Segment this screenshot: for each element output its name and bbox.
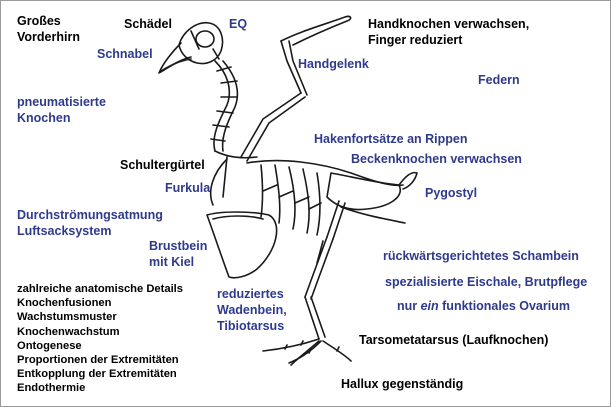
label-eq: EQ xyxy=(229,17,248,31)
sternum-inner xyxy=(212,215,264,220)
label-eischale: spezialisierte Eischale, Brutpflege xyxy=(385,275,588,289)
beak xyxy=(158,42,192,74)
label-grosses-vorderhirn: Großes Vorderhirn xyxy=(17,14,80,44)
uncinate-processes xyxy=(262,184,322,210)
label-wadenbein: reduziertes Wadenbein, Tibiotarsus xyxy=(217,287,287,333)
neck-2 xyxy=(221,60,239,152)
skull-detail xyxy=(190,30,220,60)
toes-front xyxy=(262,338,352,364)
neck xyxy=(213,60,231,152)
tarsometatarsus-2 xyxy=(310,296,326,338)
ovarium-text-post: funktionales Ovarium xyxy=(438,299,570,313)
label-hallux: Hallux gegenständig xyxy=(341,377,464,391)
toe-joints xyxy=(284,340,340,354)
coracoid xyxy=(222,156,228,198)
hallux-toe xyxy=(290,340,320,366)
label-beckenknochen: Beckenknochen verwachsen xyxy=(351,152,522,166)
hand xyxy=(280,15,352,46)
label-tarsometatarsus: Tarsometatarsus (Laufknochen) xyxy=(359,333,549,347)
humerus-2 xyxy=(246,96,306,162)
tarsometatarsus xyxy=(304,296,320,340)
furcula xyxy=(209,158,228,206)
radius-ulna xyxy=(280,40,302,94)
label-furkula: Furkula xyxy=(165,181,211,195)
ribs xyxy=(260,164,321,236)
ovarium-text-pre: nur xyxy=(397,299,421,313)
skull-orbit xyxy=(195,30,215,48)
label-hakenfortsaetze: Hakenfortsätze an Rippen xyxy=(314,132,468,146)
label-schnabel: Schnabel xyxy=(97,47,153,61)
tibiotarsus xyxy=(304,236,328,298)
tibiotarsus-2 xyxy=(310,238,334,300)
beak-lower xyxy=(160,58,192,72)
label-federn: Federn xyxy=(478,73,520,87)
sternum-keel xyxy=(206,211,278,279)
humerus xyxy=(240,92,302,158)
label-durchstroemungsatmung: Durchströmungsatmung Luftsacksystem xyxy=(17,208,163,238)
skull xyxy=(178,21,224,65)
femur-2 xyxy=(332,202,346,240)
shoulder-girdle xyxy=(214,150,258,159)
pubis xyxy=(340,206,406,224)
label-ovarium: nur ein funktionales Ovarium xyxy=(397,298,570,314)
label-brustbein: Brustbein mit Kiel xyxy=(149,239,208,269)
label-schaedel: Schädel xyxy=(124,17,172,31)
label-handknochen: Handknochen verwachsen, Finger reduziert xyxy=(368,17,530,47)
neck-segments xyxy=(210,66,238,142)
label-anatomische-details-list: zahlreiche anatomische Details Knochenfu… xyxy=(17,283,184,395)
pelvis xyxy=(326,172,402,211)
label-pneumatisierte-knochen: pneumatisierte Knochen xyxy=(17,95,106,125)
ovarium-text-emphasis: ein xyxy=(420,299,439,313)
pygostyl xyxy=(398,171,418,190)
fibula xyxy=(316,240,324,264)
label-schulterguertel: Schultergürtel xyxy=(120,158,205,172)
label-schambein: rückwärtsgerichtetes Schambein xyxy=(383,249,579,263)
label-pygostyl: Pygostyl xyxy=(425,186,478,200)
femur xyxy=(326,200,340,238)
label-handgelenk: Handgelenk xyxy=(298,57,369,71)
radius-ulna-2 xyxy=(288,40,308,96)
